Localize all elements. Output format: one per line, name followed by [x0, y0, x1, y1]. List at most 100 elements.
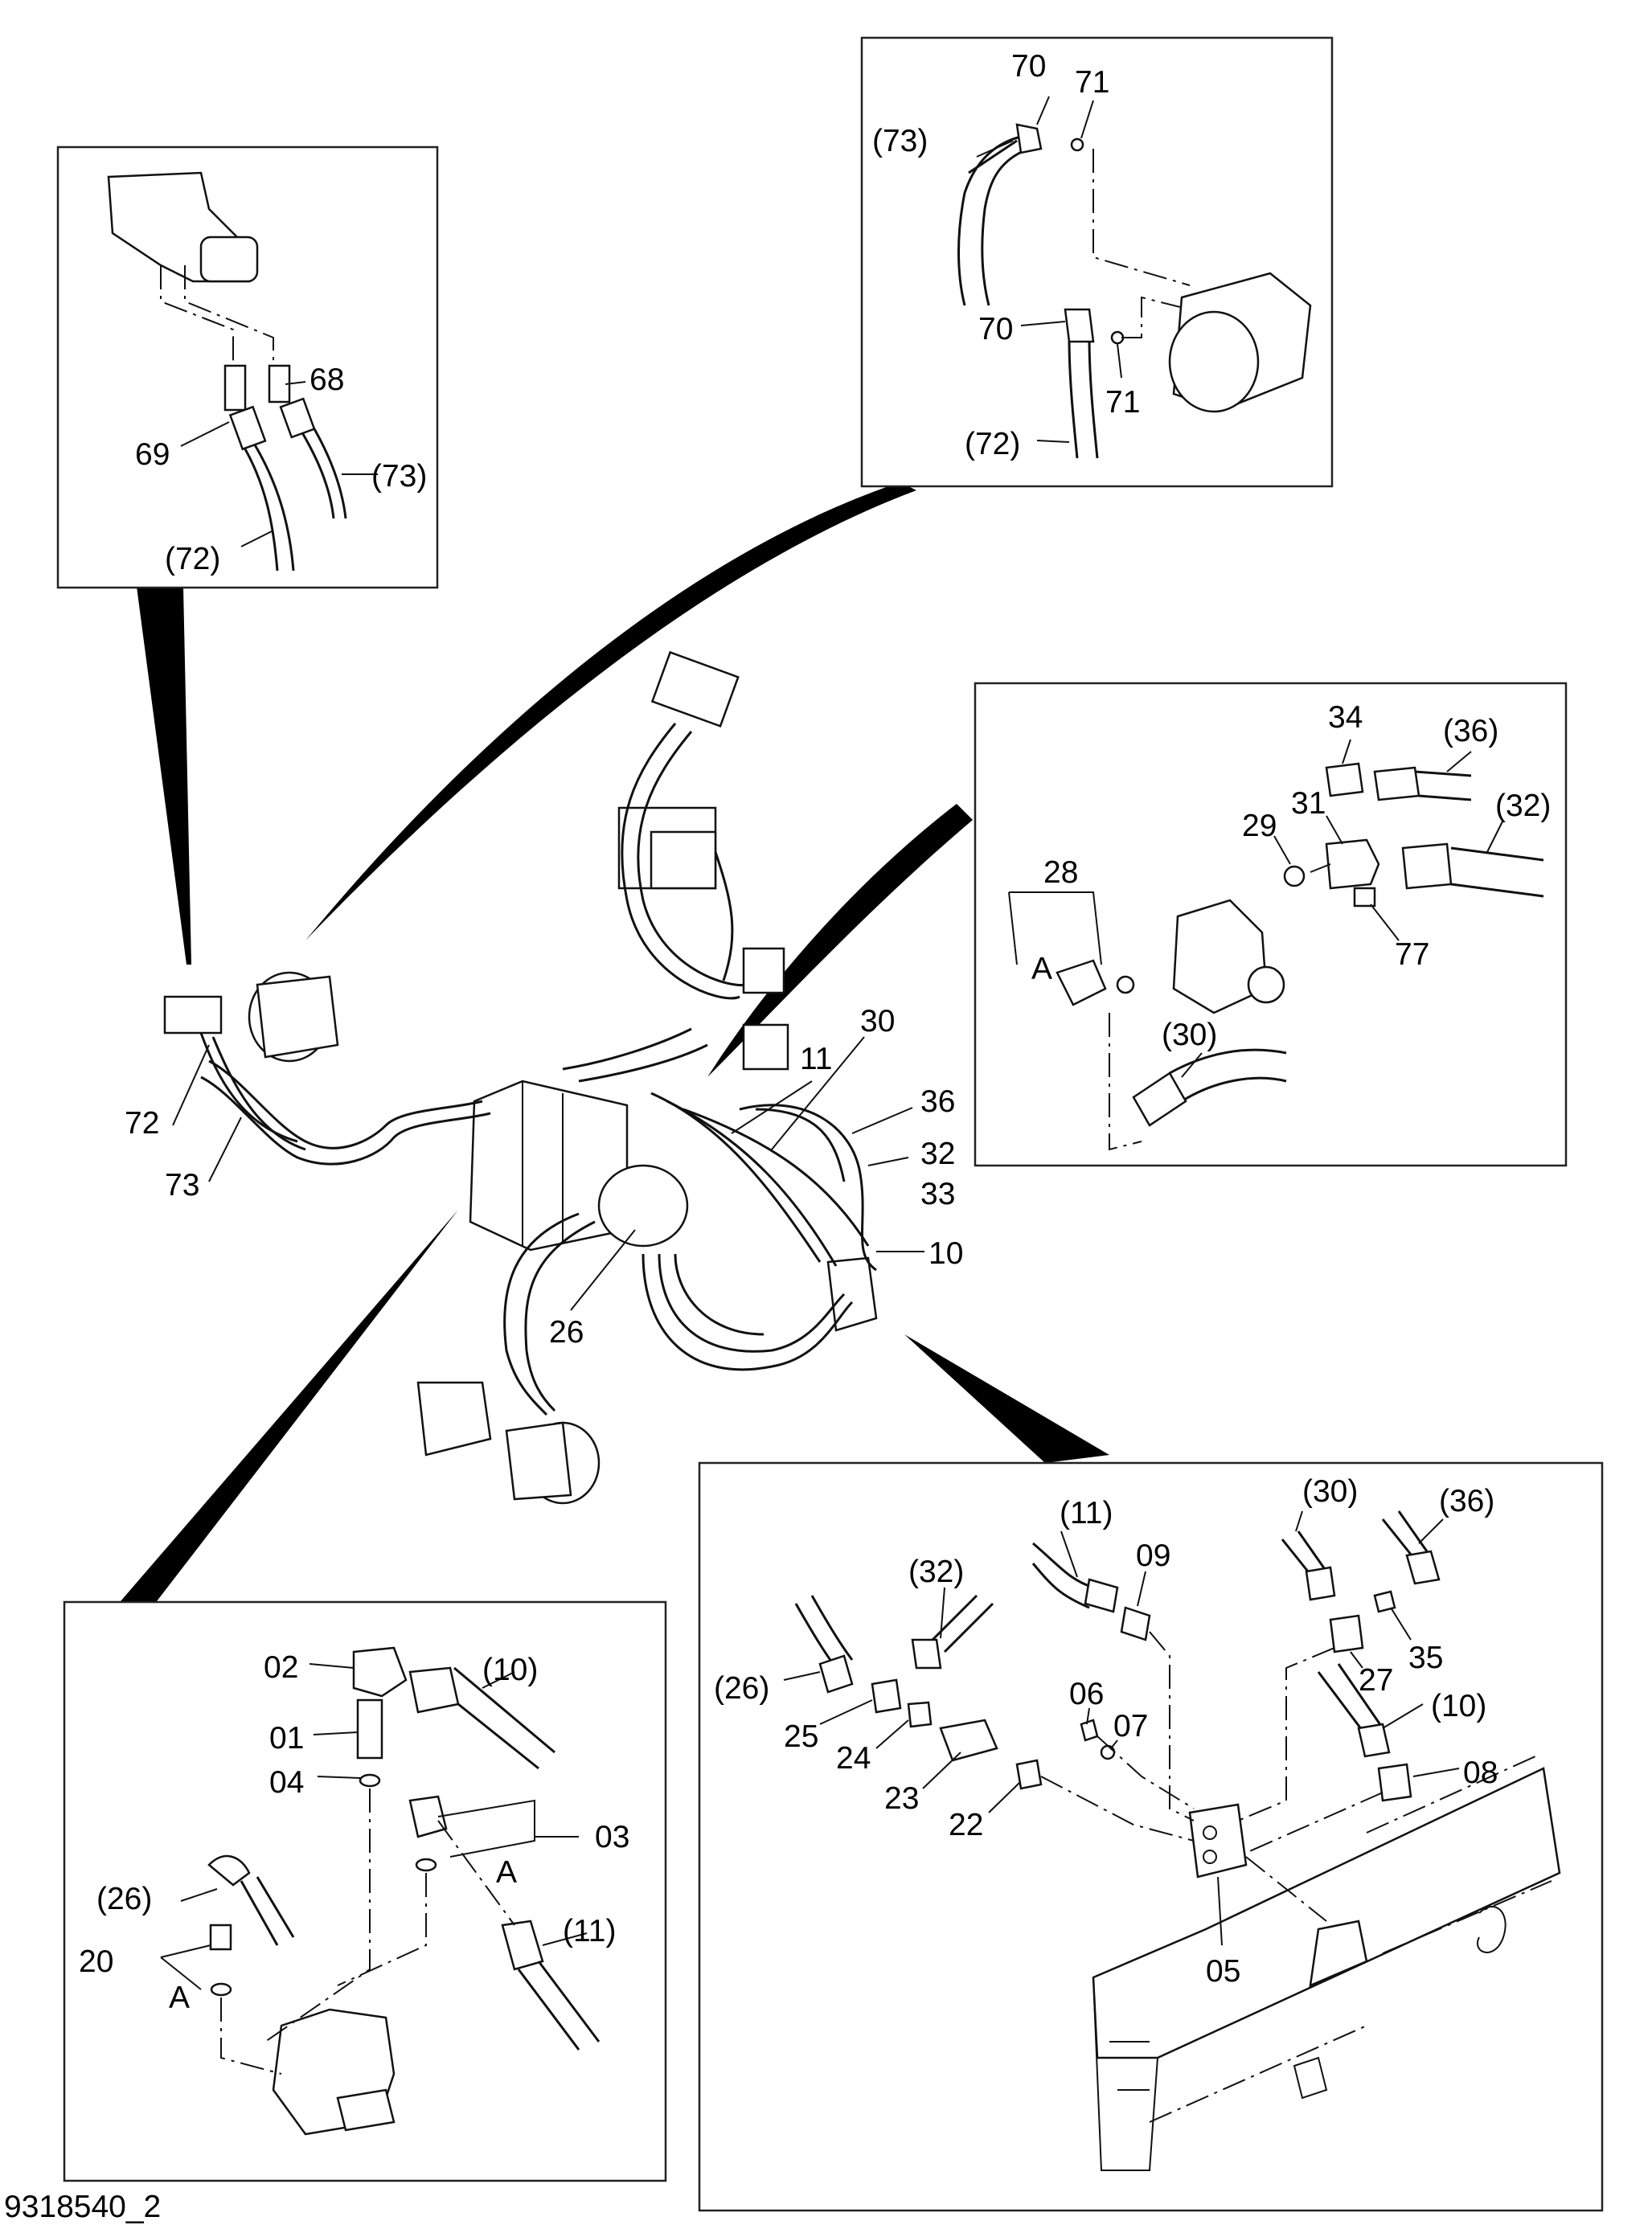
leader-71-low — [1117, 343, 1122, 379]
wedge-bottom-right — [904, 1334, 1109, 1463]
hose-73 — [211, 1036, 306, 1151]
callout-24: 24 — [836, 1741, 871, 1776]
leader-04 — [317, 1776, 361, 1779]
hose-tc-neck — [968, 139, 1018, 174]
callout-bl-A-1: A — [496, 1855, 517, 1890]
inset-top-center: 70 71 (73) 70 71 (72) — [860, 36, 1334, 488]
pointer-wedges — [121, 482, 1109, 1601]
hose-br-32 — [927, 1594, 978, 1645]
hose-mr-32b — [1450, 883, 1544, 898]
left-motor-body — [256, 975, 339, 1059]
dash-mr-1 — [1109, 1013, 1142, 1151]
dash-tc-1 — [1092, 149, 1191, 286]
leader-73 — [208, 1117, 242, 1182]
motor-body — [597, 1164, 689, 1248]
callout-28: 28 — [1043, 855, 1078, 890]
rail-dash-1 — [1366, 1756, 1536, 1834]
main-leaders — [172, 1036, 924, 1311]
leader-70-top — [1036, 96, 1050, 125]
rail-edges — [1092, 1977, 1158, 2171]
hose-upper-1 — [621, 723, 740, 1000]
dash-bl-3 — [220, 1997, 282, 2075]
callout-mr-30: (30) — [1162, 1018, 1217, 1052]
hose-right-2 — [666, 1100, 838, 1267]
dash-tl-1 — [160, 265, 274, 370]
hose-down-2 — [524, 1220, 596, 1412]
callout-25: 25 — [784, 1719, 818, 1754]
hose-tc-73b — [981, 147, 1030, 306]
hose-tl-72b — [252, 441, 295, 572]
inset-top-center-frame — [860, 36, 1334, 488]
oring-71-lower — [1110, 330, 1125, 345]
inset-top-left: 68 69 (73) (72) — [56, 145, 439, 589]
leader-72 — [172, 1044, 210, 1126]
leader-br-32 — [940, 1587, 945, 1639]
bottom-bracket — [416, 1381, 492, 1457]
tee-34 — [1325, 762, 1364, 797]
callout-31: 31 — [1291, 786, 1326, 821]
main-callouts: 30 11 36 32 33 10 26 72 73 — [125, 1004, 963, 1350]
dash-br-4 — [1245, 1792, 1383, 1854]
bracket-20-A — [160, 1944, 211, 1990]
inset-bottom-right: (11) 09 (30) (36) (32) (26) 35 27 25 24 … — [698, 1461, 1604, 2212]
tee-25 — [871, 1678, 902, 1714]
adapter-24 — [907, 1701, 933, 1728]
callout-34: 34 — [1328, 700, 1363, 735]
leader-tc-73 — [976, 140, 1014, 158]
leader-mr-36 — [1446, 751, 1472, 772]
hose-right-1 — [650, 1092, 822, 1263]
leader-br-36 — [1418, 1518, 1444, 1544]
leader-bl-26 — [180, 1888, 218, 1902]
callout-68: 68 — [309, 363, 344, 397]
callout-77: 77 — [1395, 937, 1429, 972]
valve-block-upper-2 — [650, 830, 717, 890]
main-assembly — [163, 650, 878, 1505]
hose-mr-36 — [1414, 770, 1472, 777]
left-valve — [163, 995, 223, 1035]
leader-mr-32 — [1486, 819, 1504, 853]
manifold-block — [826, 1256, 878, 1332]
callout-35: 35 — [1408, 1641, 1443, 1675]
dash-bl-2 — [337, 1873, 427, 1986]
callout-26: 26 — [549, 1315, 584, 1350]
callout-07: 07 — [1113, 1709, 1148, 1743]
hose-br-36 — [1381, 1518, 1416, 1560]
leader-mr-30 — [1181, 1052, 1203, 1078]
leader-27 — [1350, 1651, 1363, 1669]
hose-br-30b — [1297, 1530, 1328, 1572]
leader-06 — [1086, 1707, 1090, 1725]
leader-11 — [731, 1080, 813, 1134]
leader-70-low — [1020, 321, 1066, 326]
callout-br-26: (26) — [714, 1671, 769, 1706]
leader-26 — [570, 1229, 636, 1311]
callout-br-36: (36) — [1439, 1484, 1494, 1518]
leader-br-26 — [783, 1671, 821, 1681]
leader-36 — [851, 1107, 913, 1134]
solenoid-tl — [199, 236, 259, 283]
leader-01 — [313, 1731, 359, 1735]
leader-05 — [1217, 1876, 1223, 1946]
leader-30 — [771, 1036, 865, 1150]
callout-09: 09 — [1136, 1539, 1170, 1573]
inset-middle-right: 34 (36) 31 29 (32) 28 A 77 (30) — [974, 682, 1568, 1167]
elbow-03 — [408, 1795, 448, 1838]
hose-mr-36b — [1418, 794, 1472, 801]
hose-br-10b — [1337, 1663, 1384, 1729]
callout-23: 23 — [884, 1781, 919, 1816]
small-block-2 — [742, 1023, 789, 1071]
callout-22: 22 — [949, 1808, 983, 1842]
leader-24 — [875, 1719, 909, 1749]
callout-tc-73: (73) — [872, 124, 928, 158]
oring-04 — [359, 1773, 381, 1788]
screw-06 — [1080, 1719, 1099, 1742]
inset-middle-right-frame — [974, 682, 1568, 1167]
coupler-23 — [939, 1719, 998, 1762]
hose-br-26b — [810, 1595, 854, 1661]
adapter-01 — [356, 1698, 383, 1760]
ferrule-30 — [1132, 1071, 1187, 1127]
oring-03 — [415, 1858, 437, 1872]
callout-bl-26: (26) — [96, 1882, 152, 1916]
tee-27 — [1329, 1614, 1364, 1653]
hose-br-36b — [1397, 1510, 1429, 1552]
elbow-70-lower — [1064, 308, 1095, 343]
